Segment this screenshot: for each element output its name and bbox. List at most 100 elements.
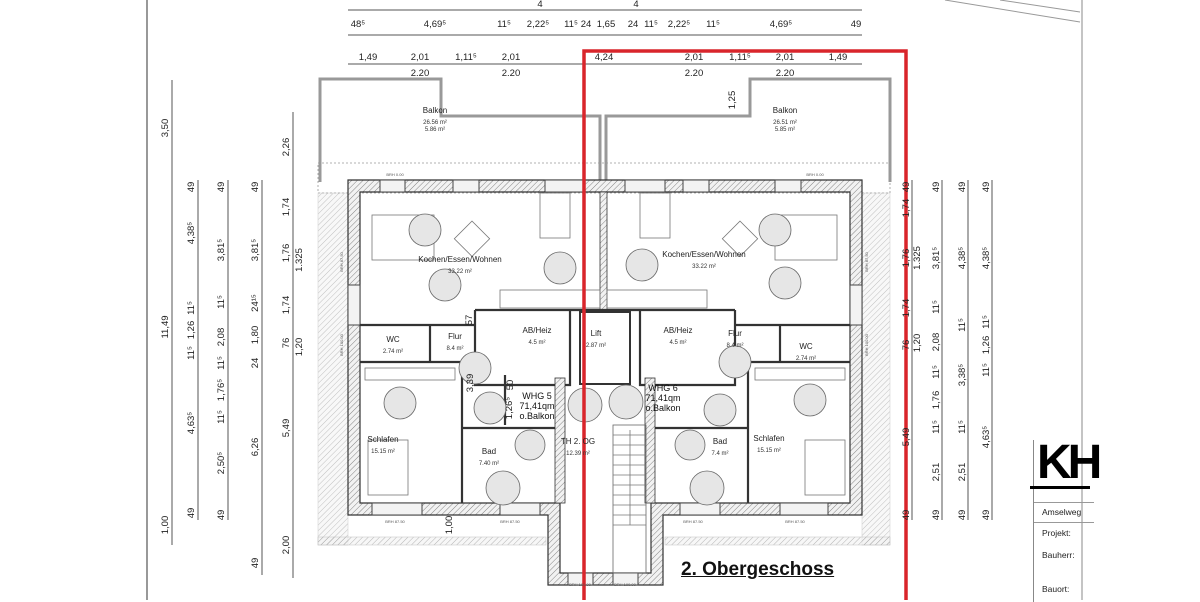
title-block-divider [1034,502,1094,503]
sill-height-label: BRH 100.00 [864,333,869,356]
sill-height-label: BRH 87.50 [385,519,405,524]
dimension-label: 11⁵ [931,300,942,314]
dimension-label: 2.20 [502,68,521,79]
dimension-label: 2,01 [776,52,795,63]
dimension-label: 5,49 [281,419,292,438]
dimension-label: 2,08 [931,333,942,352]
dimension-label: 2.20 [411,68,430,79]
dimension-label: 49 [901,510,912,521]
dimension-label: 2,08 [216,328,227,347]
room-area: 26.51 m² [773,120,797,126]
room-name: TH 2. OG [561,437,595,446]
unit-area: 71,41qm [645,393,680,403]
sill-height-label: BRH 87.50 [339,251,344,271]
dimension-label: 4,24 [595,52,614,63]
sill-height-label: BRH 87.50 [683,519,703,524]
unit-name: WHG 5 [522,391,552,401]
dimension-label: 49 [216,510,227,521]
sheet-diagonal [999,0,1081,13]
room-name: Flur [448,332,462,341]
dimension-label: 4,38⁵ [981,247,992,269]
roof-outline [317,192,349,546]
highlight-frame [582,49,908,600]
room-area: 2.74 m² [383,349,403,355]
street-label: Amselweg [1042,507,1082,517]
room-area: 33.22 m² [448,269,472,275]
dimension-label: 2,50⁵ [216,452,227,474]
sill-height-label: BRH 87.50 [864,251,869,271]
dimension-label: 49 [957,182,968,193]
room-name: AB/Heiz [664,326,693,335]
dimension-label: 11⁵ [186,346,197,360]
room-name: Schlafen [753,434,784,443]
roof-outline [664,536,891,546]
room-name: Lift [591,329,602,338]
dimension-label: 2,01 [685,52,704,63]
dimension-label: 2,01 [411,52,430,63]
dimension-label: 11⁵ [564,19,578,30]
dimension-label: 11⁵ [981,315,992,329]
dimension-label: 4,38⁵ [186,222,197,244]
interior-walls [360,191,850,504]
unit-area: 71,41qm [519,401,554,411]
dimension-label: 49 [981,510,992,521]
room-area: 2.87 m² [586,343,606,349]
dimension-label: 49 [851,19,862,30]
dimension-label: 11⁵ [981,363,992,377]
unit-note: o.Balkon [645,403,680,413]
dimension-label: 4,63⁵ [981,426,992,448]
dimension-label: 24 [628,19,639,30]
dimension-label: 1,20 [294,338,305,357]
sill-height-label: BRH 100.00 [339,333,344,356]
room-area: 8.4 m² [726,343,743,349]
dimension-label: 3,81⁵ [250,239,261,261]
room-area: 4.5 m² [528,340,545,346]
dimension-label: 1,74 [281,198,292,217]
room-area: 26.56 m² [423,120,447,126]
company-logo: KH [1037,436,1102,489]
dimension-label: 11⁵ [497,19,511,30]
dimension-label: 2,26 [281,138,292,157]
dimension-label: 49 [186,182,197,193]
dimension-label: 1,76 [281,244,292,263]
furniture [364,192,846,506]
dimension-label: 49 [216,182,227,193]
dimension-label: 49 [957,510,968,521]
unit-name: WHG 6 [648,383,678,393]
room-name: AB/Heiz [523,326,552,335]
sill-height-label: BRH 87.50 [500,519,520,524]
dimension-label: 11⁵ [957,420,968,434]
room-area: 15.15 m² [371,449,395,455]
roof-outline [861,192,891,546]
dimension-label: 1,26 [186,321,197,340]
dimension-label: 49 [931,182,942,193]
dimension-label: 11⁵ [216,295,227,309]
dimension-label: 3,50 [160,119,171,138]
dimension-label: 5,49 [901,428,912,447]
dimension-label: 6,26 [250,438,261,457]
sill-height-label: BRH 0.00 [806,172,824,177]
dimension-label: 3,38⁵ [957,364,968,386]
dimension-label: 11⁵ [216,356,227,370]
dimension-label: 1,11⁵ [455,52,477,63]
room-area: 5.85 m² [775,127,795,133]
room-name: WC [386,335,400,344]
dimension-label: 4,38⁵ [957,247,968,269]
logo-underline [1030,486,1090,489]
room-name: Balkon [773,106,797,115]
dimension-label: 2,51 [931,463,942,482]
title-block-divider [1034,522,1094,523]
dimension-label: 4 [537,0,542,10]
dimension-label: 11⁵ [931,420,942,434]
dimension-label: 2,22⁵ [668,19,690,30]
dimension-label: 76 [901,340,912,351]
dimension-label: 24 [581,19,592,30]
dimension-label: 11⁵ [931,365,942,379]
dimension-label: 48⁵ [351,19,366,30]
dimension-label: 2,01 [502,52,521,63]
sill-height-label: BRH 87.50 [785,519,805,524]
dimension-label: 11⁵ [644,19,658,30]
dimension-label: 3,39 [465,374,476,393]
dimension-label: 24¹⁵ [250,294,261,312]
